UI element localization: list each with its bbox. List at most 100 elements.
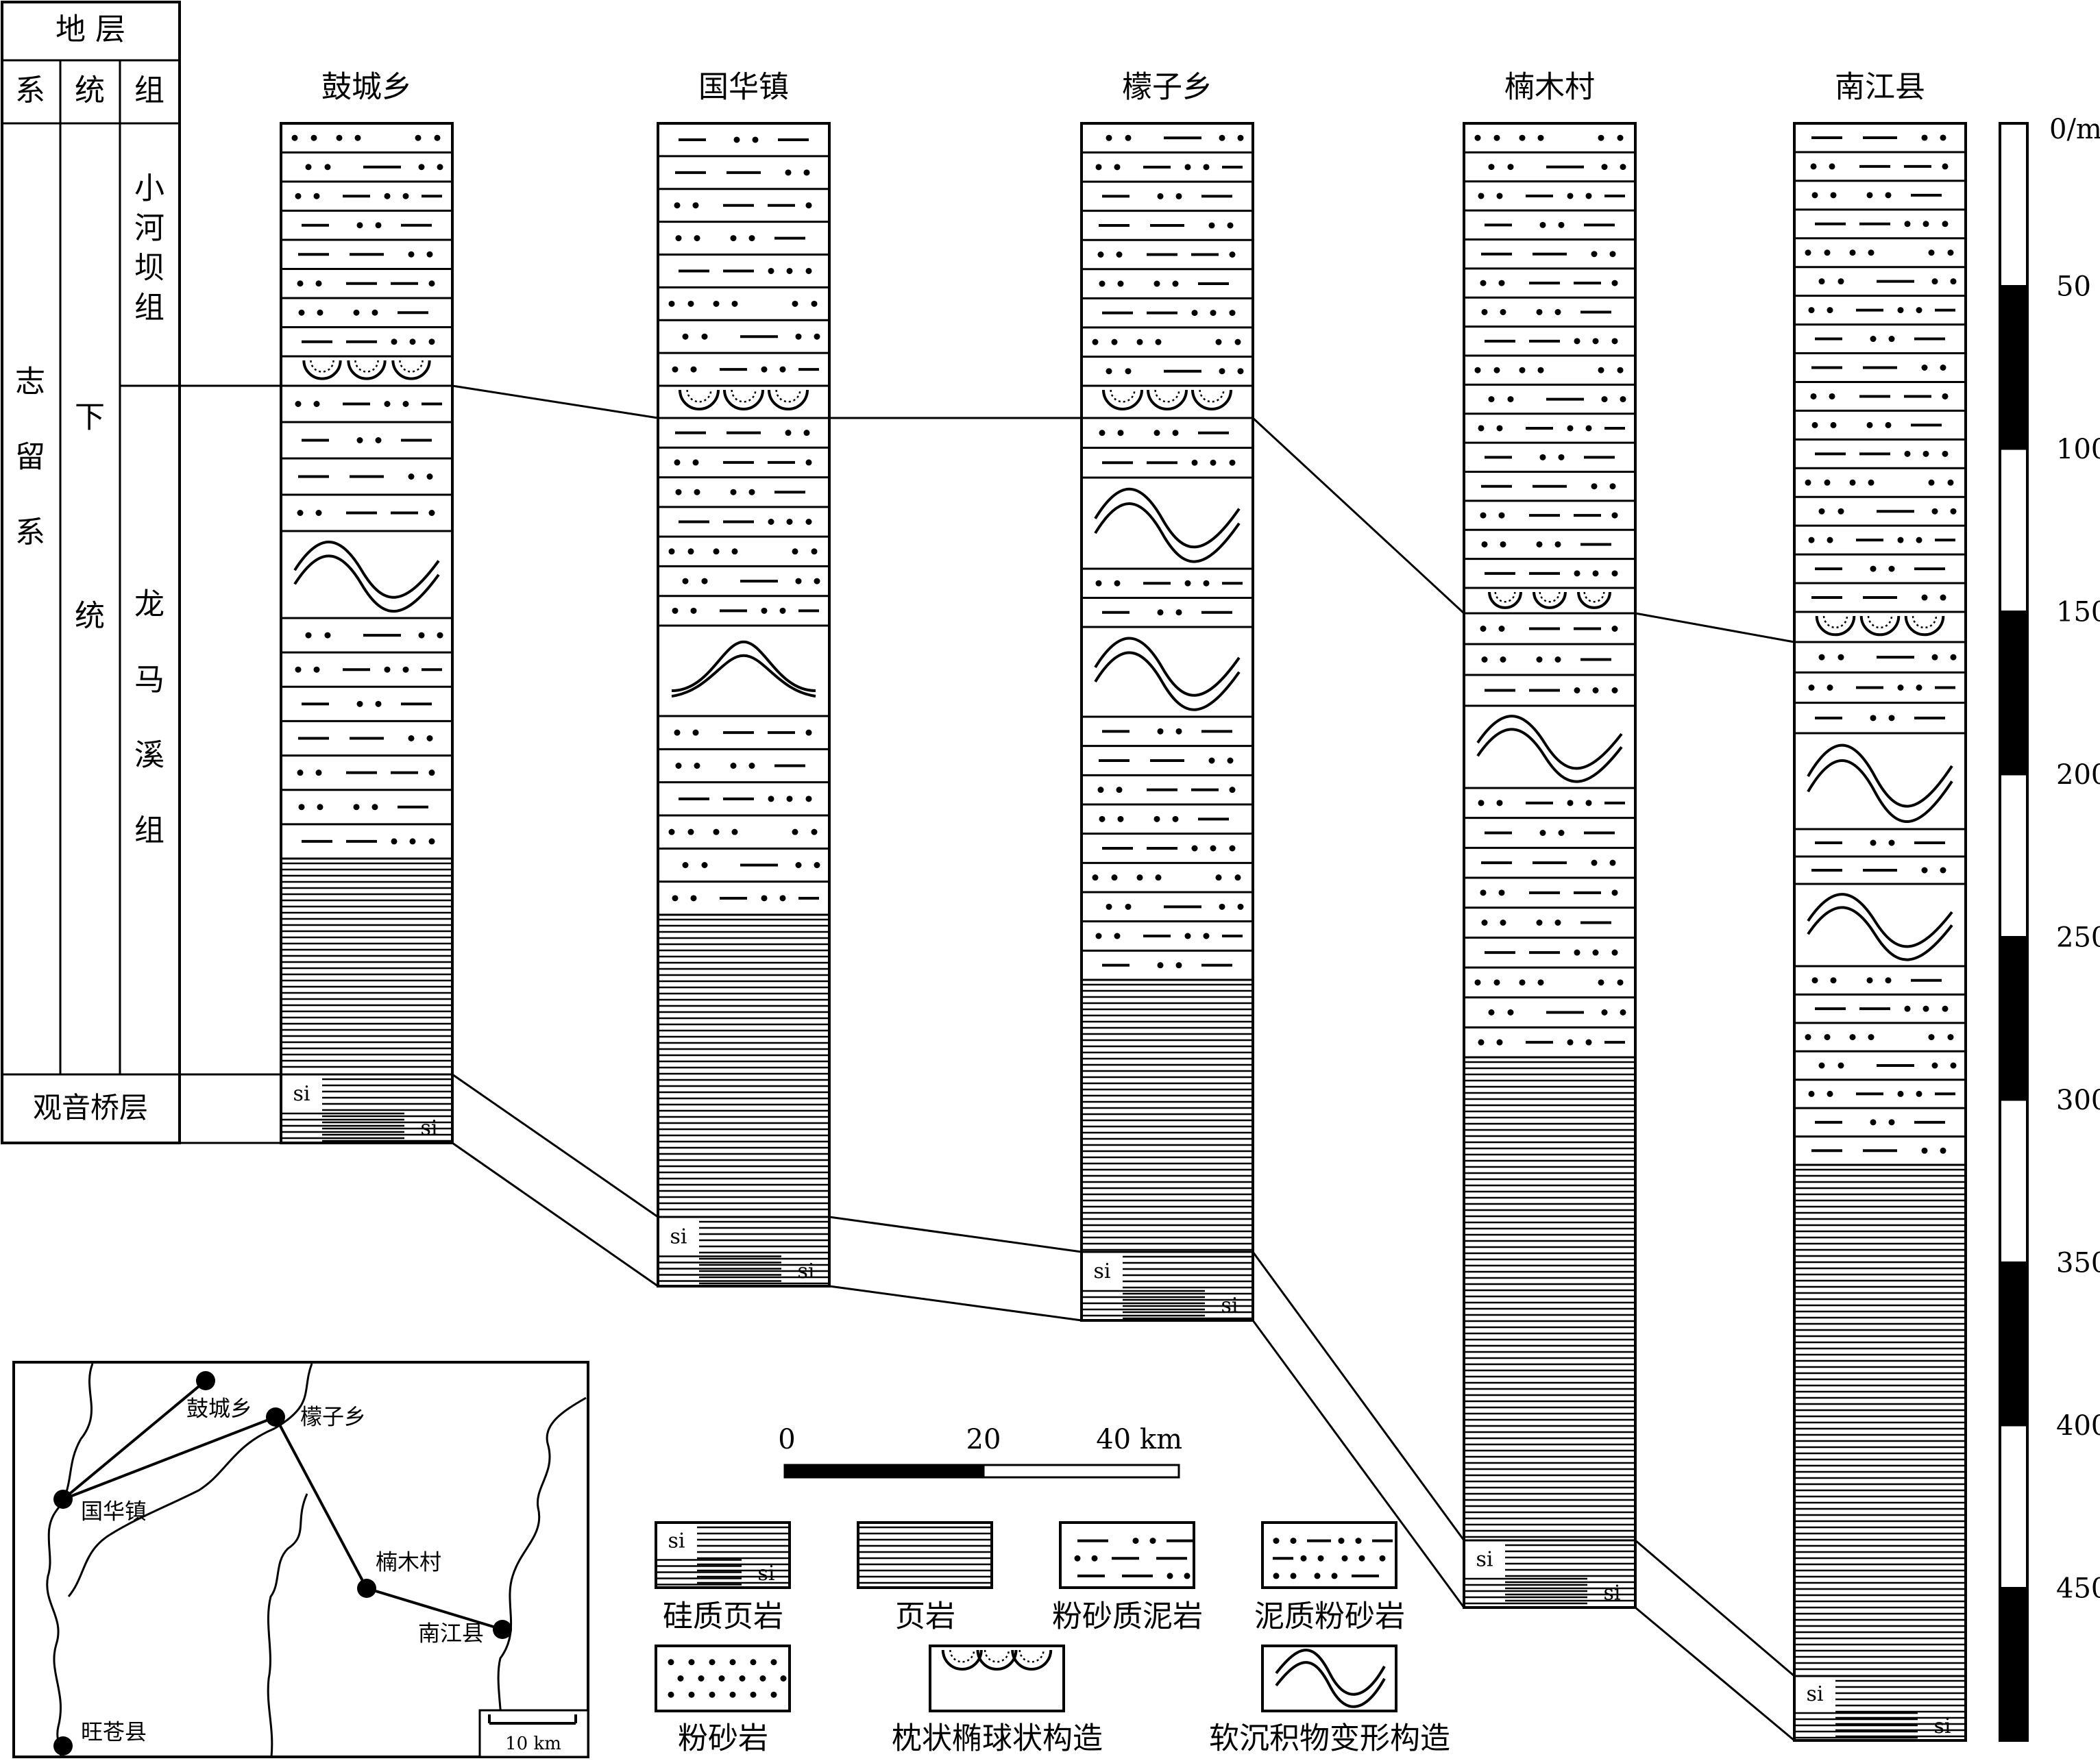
silt-dot <box>1811 192 1818 199</box>
silty-row <box>302 700 432 707</box>
silty-row <box>679 136 809 143</box>
silt-dot <box>1155 338 1162 345</box>
silt-dot <box>1493 134 1500 141</box>
silt-dot <box>1229 459 1236 466</box>
silt-dot <box>1558 830 1565 836</box>
system-label: 志留系 <box>15 365 45 550</box>
silt-dot <box>1611 889 1618 896</box>
silt-dot <box>805 729 812 736</box>
silt-dot <box>1921 134 1928 141</box>
legend-item-muddy_siltstone: 泥质粉砂岩 <box>1254 1521 1405 1634</box>
silt-dot <box>1097 787 1104 793</box>
silt-dot <box>1592 949 1599 956</box>
silt-dot <box>1810 393 1817 399</box>
silt-dot <box>785 430 792 436</box>
silt-dot <box>750 1691 757 1698</box>
silt-dot <box>1838 1062 1844 1069</box>
silt-dot <box>748 235 755 242</box>
silt-dot <box>1904 1005 1911 1012</box>
silt-dot <box>1611 570 1618 577</box>
silty-row <box>1815 565 1945 572</box>
silt-dot <box>768 519 774 525</box>
silt-dot <box>675 763 682 769</box>
silt-dot <box>1507 396 1514 403</box>
silt-dot <box>1611 512 1618 519</box>
pillow-arc <box>1859 615 1901 637</box>
silt-dot <box>291 134 298 141</box>
pillow-arc <box>976 1649 1018 1671</box>
place-marker <box>493 1620 512 1639</box>
silt-dot <box>1184 933 1191 939</box>
silty-row <box>1095 580 1243 587</box>
silt-dot <box>1567 425 1574 432</box>
silt-dot <box>1519 134 1526 141</box>
silty-row <box>302 437 432 443</box>
silt-dot <box>1947 249 1954 256</box>
silt-dot <box>682 578 689 584</box>
silt-dot <box>1507 1009 1514 1015</box>
silty-row <box>1811 421 1942 428</box>
formation-lower-label-char: 马 <box>134 663 164 698</box>
deformation-curve <box>1275 1649 1386 1696</box>
silt-dot <box>1136 874 1143 881</box>
silt-dot <box>1921 1147 1928 1154</box>
silt-dot <box>409 838 416 845</box>
silt-dot <box>1818 508 1825 515</box>
silty-row <box>1818 654 1957 661</box>
soft-deformation-structure <box>1094 637 1241 711</box>
silt-dot <box>434 134 441 141</box>
depth-tick-label: 300 <box>2056 1085 2100 1116</box>
table-header: 地 层 <box>56 12 125 47</box>
legend-label: 粉砂质泥岩 <box>1052 1599 1203 1634</box>
silt-dot <box>1620 396 1626 403</box>
shale-pattern <box>1464 1061 1635 1538</box>
silt-dot <box>1481 656 1488 663</box>
silt-dot <box>1928 1034 1935 1041</box>
silty-row <box>1106 903 1244 910</box>
silt-dot <box>1904 221 1911 227</box>
silt-dot <box>297 280 304 287</box>
silt-dot <box>1866 192 1873 199</box>
depth-scale-block <box>1999 1098 2029 1264</box>
legend-item-ball_pillow: 枕状椭球状构造 <box>892 1645 1103 1756</box>
pillow-arc <box>723 389 764 410</box>
silt-dot <box>668 1691 674 1698</box>
legend-swatch <box>1261 1645 1397 1712</box>
silt-dot <box>1215 874 1222 881</box>
silt-dot <box>1106 134 1112 141</box>
silt-dot <box>418 164 425 171</box>
silt-dot <box>1818 1062 1825 1069</box>
silt-dot <box>1116 787 1123 793</box>
silt-dot <box>1591 859 1598 866</box>
silt-dot <box>694 763 700 769</box>
silty-row <box>297 510 435 516</box>
silt-dot <box>356 700 363 707</box>
correlation-line <box>829 1285 1082 1322</box>
map-place-label: 国华镇 <box>81 1499 147 1525</box>
silt-dot <box>1092 874 1099 881</box>
silt-dot <box>1155 874 1162 881</box>
silt-dot <box>698 1675 705 1682</box>
silt-dot <box>1481 920 1488 926</box>
silt-dot <box>1838 654 1844 661</box>
silt-dot <box>779 366 786 373</box>
silt-dot <box>295 193 302 199</box>
silt-dot <box>1931 654 1938 661</box>
silt-dot <box>371 804 378 811</box>
silty-row <box>1097 787 1236 793</box>
correlation-line <box>1635 1539 1795 1677</box>
silty-row <box>682 333 820 340</box>
pillow-arc <box>768 389 809 410</box>
silt-dot <box>1866 421 1873 428</box>
silty-row <box>1485 221 1615 228</box>
silty-row <box>302 838 435 845</box>
silt-dot <box>1191 459 1198 466</box>
silt-dot <box>1585 193 1592 199</box>
silt-dot <box>1153 430 1160 436</box>
silt-dot <box>1208 757 1215 764</box>
silt-dot <box>1537 134 1544 141</box>
formation-upper-label-char: 组 <box>134 291 164 325</box>
pillow-inner <box>984 1649 1010 1663</box>
silt-dot <box>675 489 682 495</box>
pillow-arc <box>1147 389 1188 410</box>
